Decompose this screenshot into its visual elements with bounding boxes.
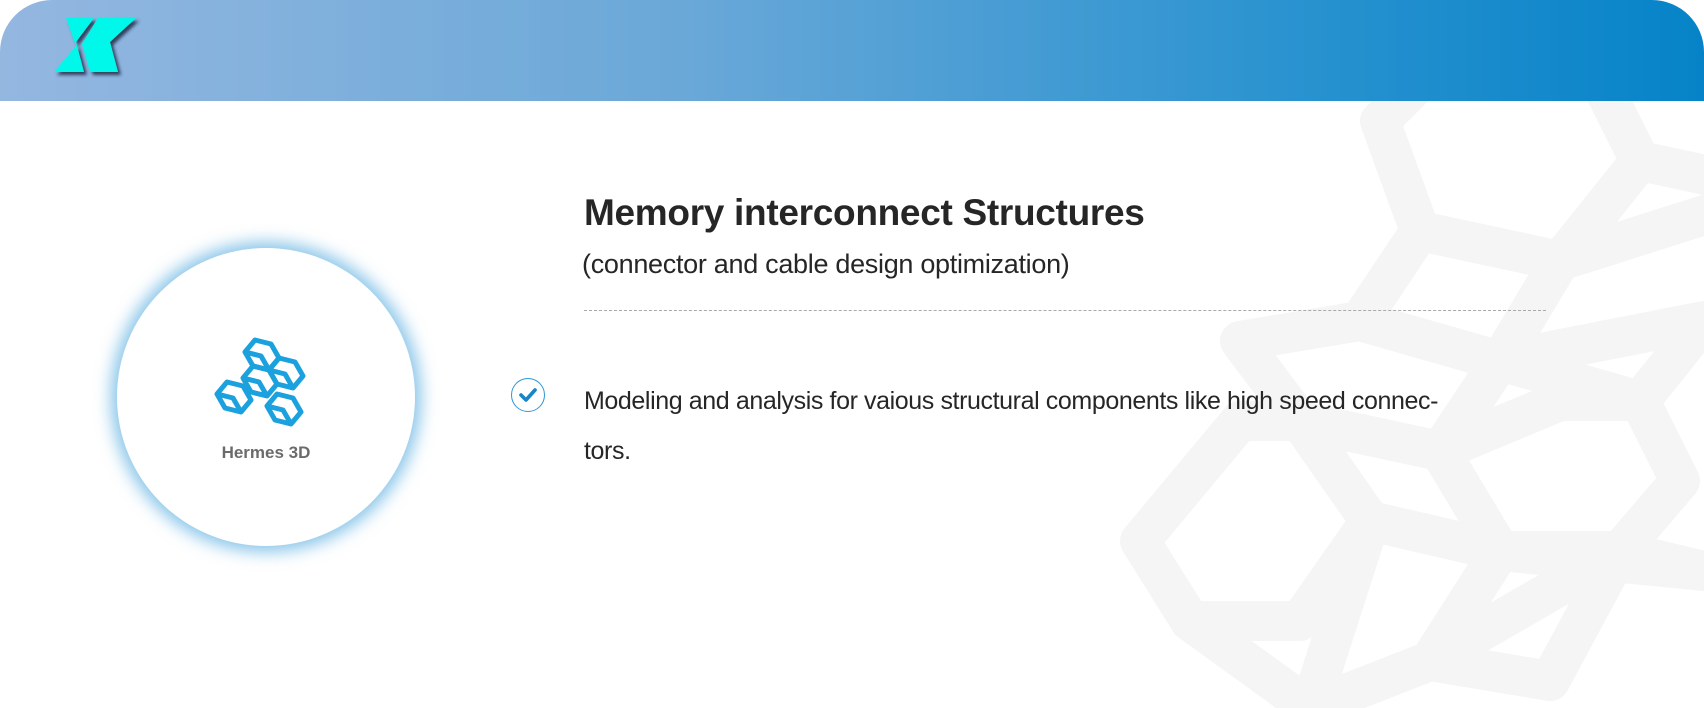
page-subtitle: (connector and cable design optimization… [582,249,1070,279]
dashed-divider [584,310,1546,311]
cubes-icon [214,337,306,427]
product-name: Hermes 3D [221,443,311,462]
header-bar [0,0,1704,101]
bullet-text: Modeling and analysis for vaious structu… [584,376,1438,476]
logo-icon [54,18,136,72]
check-circle-icon [511,378,545,412]
background-cube-pattern [1120,101,1704,708]
product-badge: Hermes 3D [117,248,415,546]
bullet-line-2: tors. [584,437,631,465]
page-title: Memory interconnect Structures [584,192,1145,233]
checkmark-icon [519,388,537,402]
bullet-line-1: Modeling and analysis for vaious structu… [584,387,1439,415]
